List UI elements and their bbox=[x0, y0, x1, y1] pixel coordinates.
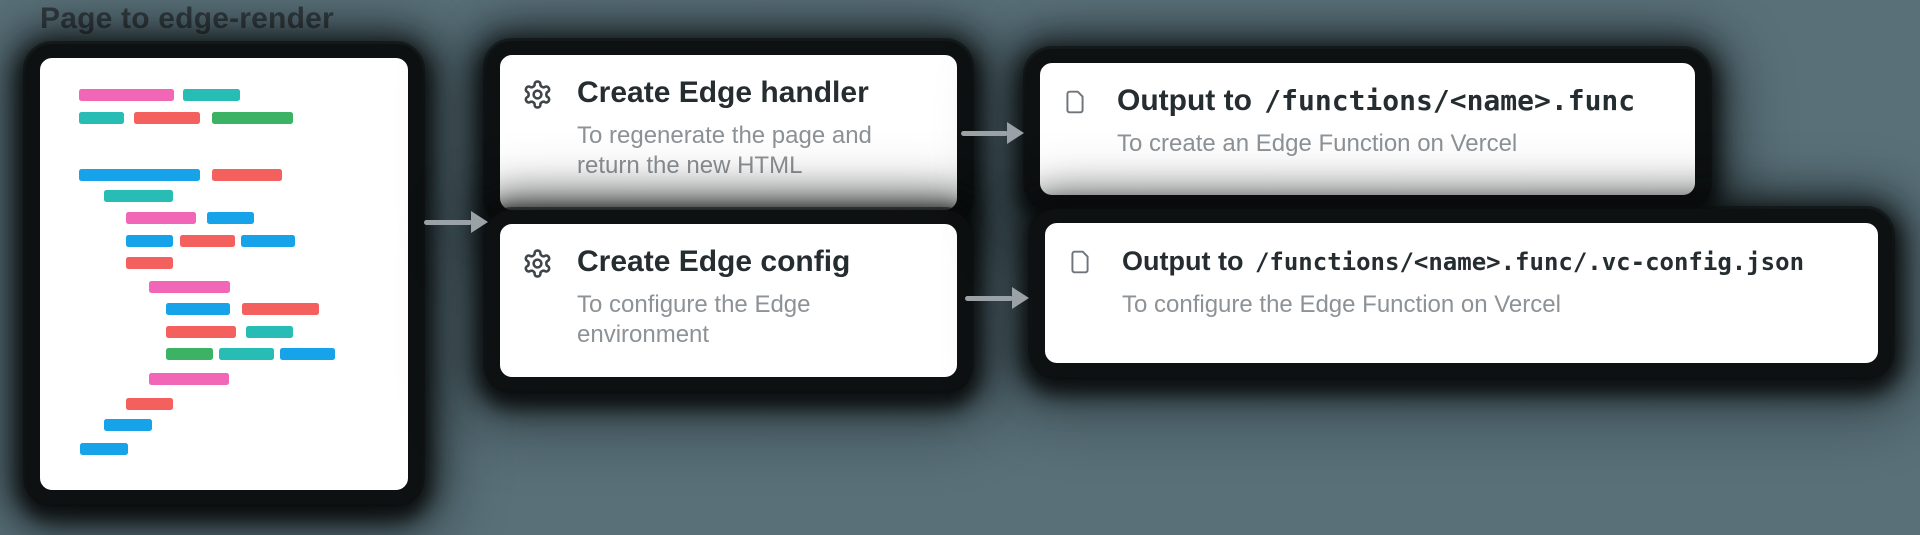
step-card-create-edge-config: Create Edge config To configure the Edge… bbox=[486, 210, 971, 391]
step-title: Create Edge config bbox=[577, 245, 851, 278]
code-line-bar bbox=[134, 112, 200, 124]
code-line-bar bbox=[149, 373, 229, 385]
code-line-bar bbox=[166, 326, 236, 338]
code-line-bar bbox=[212, 169, 282, 181]
step-title: Create Edge handler bbox=[577, 76, 869, 109]
code-line-bar bbox=[149, 281, 230, 293]
output-subtitle: To configure the Edge Function on Vercel bbox=[1122, 291, 1561, 318]
file-icon bbox=[1062, 87, 1088, 122]
arrow-head bbox=[471, 211, 488, 233]
output-title: Output to /functions/<name>.func/.vc-con… bbox=[1122, 243, 1866, 280]
output-card-edge-function: Output to /functions/<name>.func To crea… bbox=[1026, 49, 1709, 209]
source-code-card bbox=[26, 44, 422, 504]
code-line-bar bbox=[79, 112, 124, 124]
output-subtitle: To create an Edge Function on Vercel bbox=[1117, 130, 1518, 157]
code-line-bar bbox=[212, 112, 293, 124]
step-subtitle: To regenerate the page and return the ne… bbox=[577, 122, 872, 179]
code-line-bar bbox=[126, 212, 196, 224]
page-title: Page to edge-render bbox=[40, 2, 334, 35]
flow-arrow-config-to-output bbox=[965, 287, 1029, 309]
code-line-bar bbox=[104, 190, 173, 202]
arrow-shaft bbox=[424, 220, 472, 225]
arrow-head bbox=[1007, 122, 1024, 144]
code-line-bar bbox=[219, 348, 274, 360]
code-line-bar bbox=[79, 169, 200, 181]
flow-arrow-code-to-steps bbox=[424, 211, 488, 233]
code-line-bar bbox=[126, 257, 173, 269]
gear-icon bbox=[522, 248, 553, 284]
code-line-bar bbox=[242, 303, 319, 315]
code-line-bar bbox=[180, 235, 235, 247]
code-line-bar bbox=[183, 89, 240, 101]
arrow-shaft bbox=[961, 131, 1008, 136]
output-title-prefix: Output to bbox=[1117, 84, 1261, 117]
arrow-head bbox=[1012, 287, 1029, 309]
output-path: /functions/<name>.func/.vc-config.json bbox=[1254, 248, 1805, 276]
code-line-bar bbox=[207, 212, 254, 224]
code-bars bbox=[40, 58, 408, 490]
gear-icon bbox=[522, 79, 553, 115]
code-line-bar bbox=[246, 326, 293, 338]
code-line-bar bbox=[126, 398, 173, 410]
output-path: /functions/<name>.func bbox=[1264, 84, 1636, 117]
code-line-bar bbox=[80, 443, 128, 455]
code-line-bar bbox=[79, 89, 174, 101]
step-subtitle: To configure the Edge environment bbox=[577, 291, 811, 348]
code-line-bar bbox=[241, 235, 295, 247]
code-line-bar bbox=[166, 348, 213, 360]
output-title-prefix: Output to bbox=[1122, 246, 1251, 276]
flow-arrow-handler-to-output bbox=[961, 122, 1024, 144]
code-line-bar bbox=[126, 235, 173, 247]
code-line-bar bbox=[104, 419, 152, 431]
step-card-create-edge-handler: Create Edge handler To regenerate the pa… bbox=[486, 41, 971, 224]
file-icon bbox=[1067, 247, 1093, 282]
output-title: Output to /functions/<name>.func bbox=[1117, 83, 1683, 119]
output-card-vc-config: Output to /functions/<name>.func/.vc-con… bbox=[1031, 209, 1892, 377]
arrow-shaft bbox=[965, 296, 1013, 301]
code-line-bar bbox=[280, 348, 335, 360]
code-line-bar bbox=[166, 303, 230, 315]
